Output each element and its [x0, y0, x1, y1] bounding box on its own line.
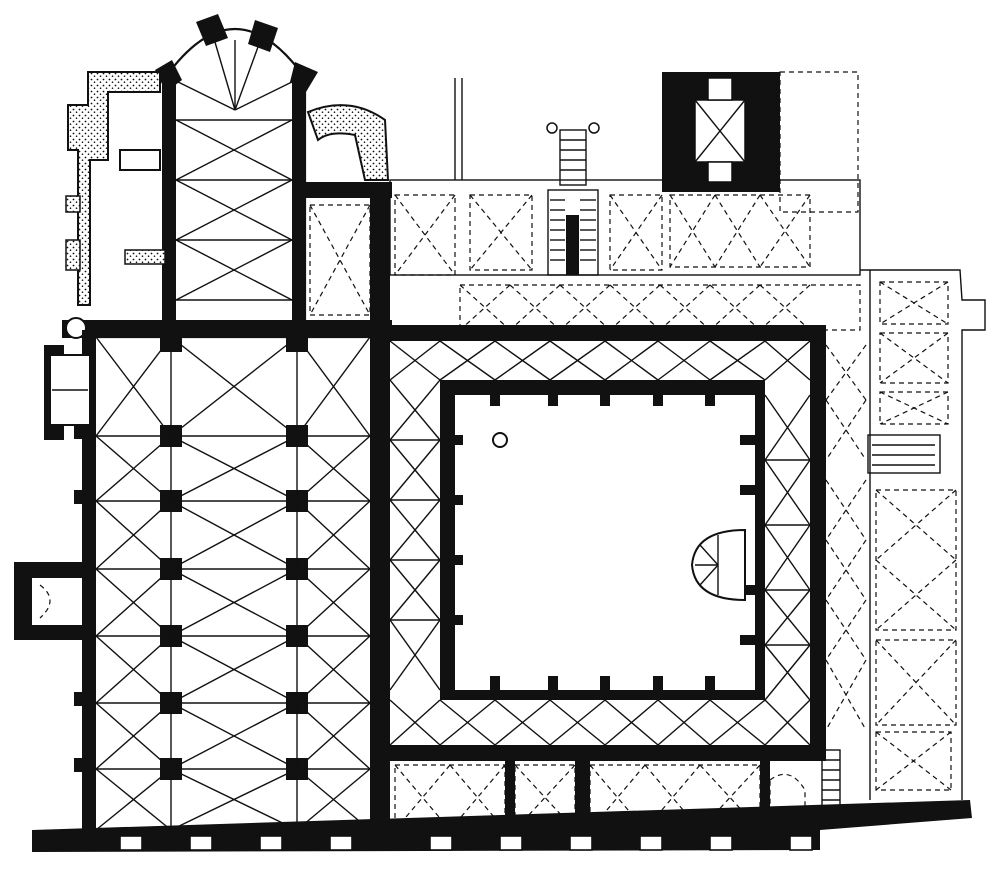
south-range: [394, 749, 841, 832]
north-range: [389, 71, 861, 331]
arcade-pier-row: [160, 330, 308, 780]
nave: [74, 330, 371, 831]
side-porch: [14, 562, 84, 640]
church: [14, 14, 392, 835]
north-walk-piers: [490, 388, 715, 406]
choir: [162, 80, 306, 340]
tower: [662, 71, 859, 213]
stair-turret: [65, 317, 87, 339]
north-walk-upper: [459, 284, 861, 331]
staircase: [546, 122, 600, 276]
south-range-stair: [821, 749, 841, 821]
east-walk-piers: [740, 435, 758, 645]
south-walk: [389, 699, 811, 746]
outer-buttresses: [74, 425, 86, 772]
north-porch: [44, 345, 91, 440]
chapter-room-bays: [394, 194, 811, 276]
east-range: [825, 269, 986, 800]
north-walk: [389, 340, 811, 381]
south-walk-piers: [490, 676, 715, 694]
buttress-row: [119, 835, 813, 851]
west-walk: [389, 379, 441, 691]
south-boundary-wall: [32, 800, 972, 852]
east-range-stair: [867, 434, 941, 474]
ruined-chapel: [65, 71, 390, 306]
sacristy: [300, 182, 392, 316]
apse: [155, 14, 318, 330]
lavabo: [690, 528, 746, 602]
well: [492, 432, 508, 448]
west-walk-piers: [445, 435, 463, 625]
east-walk: [764, 394, 811, 701]
cloister: [389, 325, 826, 761]
